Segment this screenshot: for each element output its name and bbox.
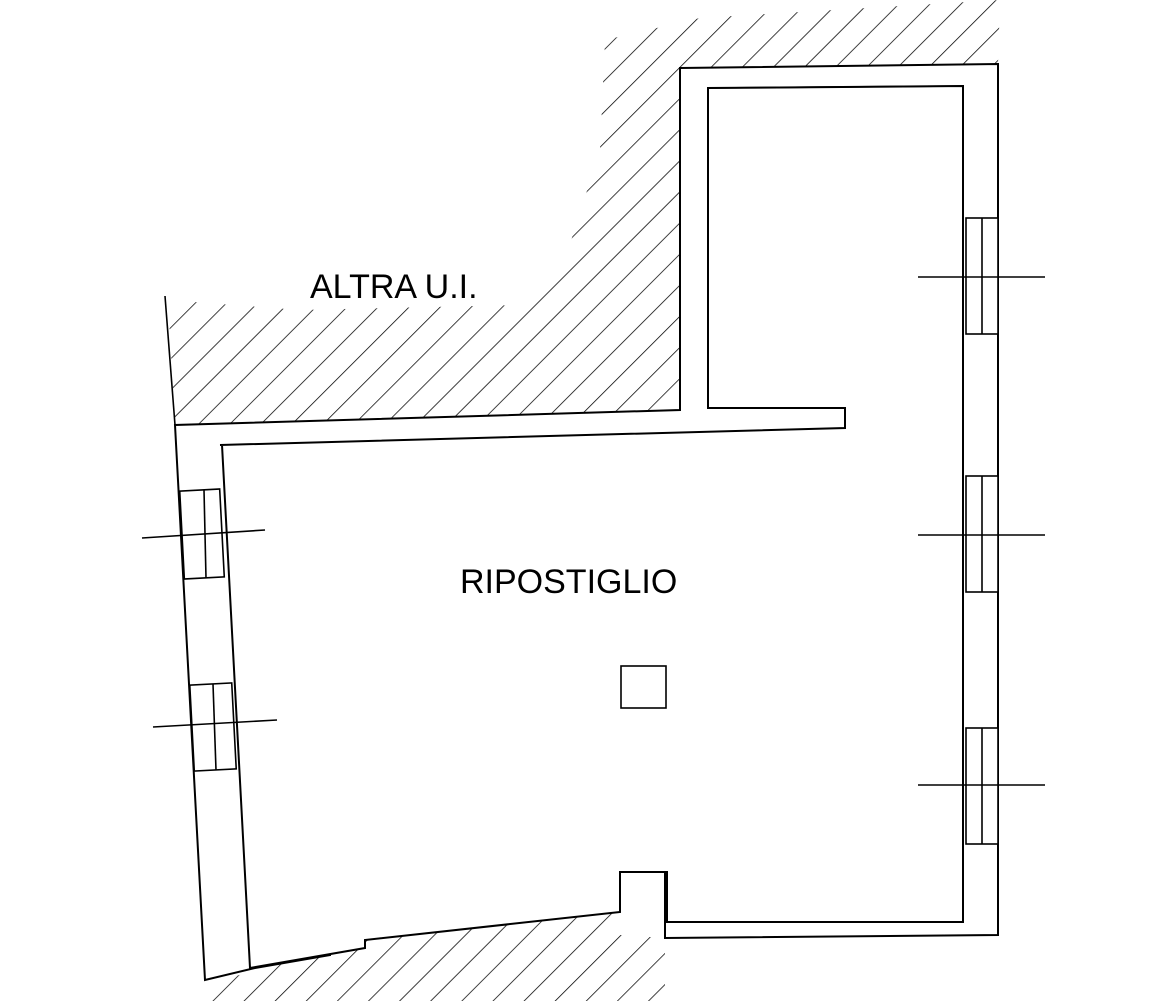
storage-room-label: RIPOSTIGLIO [460, 563, 677, 601]
right-window-bottom [918, 727, 1045, 845]
column-square [620, 665, 667, 709]
other-unit-label: ALTRA U.I. [310, 268, 478, 306]
upper-wall-inner [707, 85, 964, 408]
hatched-area-bottom [205, 905, 665, 1001]
left-window-lower [152, 682, 278, 772]
storage-room-interior [219, 84, 964, 970]
left-boundary-line [164, 295, 176, 426]
right-window-top [918, 217, 1045, 335]
right-window-middle [918, 475, 1045, 593]
hatched-area-top [168, 0, 1000, 425]
left-window-upper [141, 488, 266, 580]
